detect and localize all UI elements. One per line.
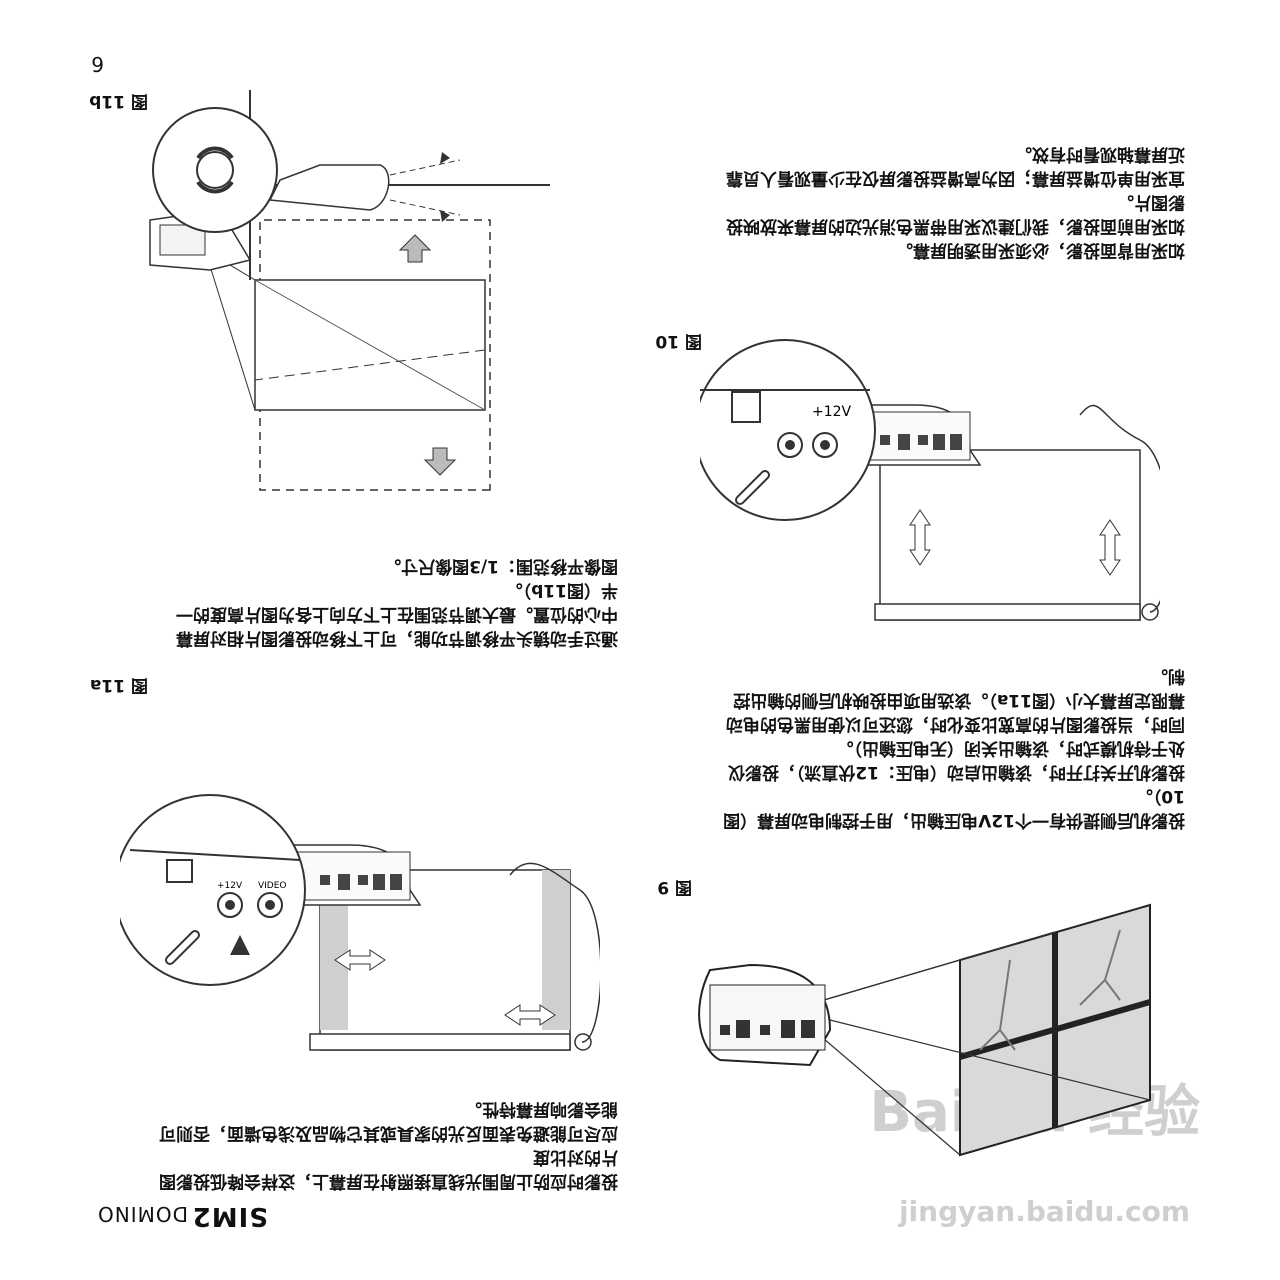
text-line: 制。 bbox=[1151, 666, 1185, 686]
figure-11b-label: 图 11b bbox=[89, 91, 148, 111]
projector-side-icon bbox=[268, 152, 461, 222]
text-line: 处于待机模式时，该输出关闭（无电压输出）。 bbox=[836, 738, 1186, 758]
text-line: 能会影响屏幕特性。 bbox=[465, 1099, 618, 1119]
text-line: 10）。 bbox=[1135, 786, 1185, 806]
motorized-screen bbox=[309, 869, 592, 1051]
text-line: 投影机后侧提供有一个12V电压输出，用于控制电动屏幕（图 bbox=[723, 810, 1185, 830]
figure-10-illustration: +12V bbox=[700, 339, 1160, 621]
figure-11a-label: 图 11a bbox=[89, 675, 148, 695]
arrow-updown-icon bbox=[909, 509, 1121, 576]
text-line: 投影机开关打开时，该输出启动（电压：12伏直流），投影仪 bbox=[727, 762, 1185, 782]
text-line: 宜采用单位增益屏幕；因为高增益投影屏仅在少量观看人员靠 bbox=[726, 168, 1185, 188]
figure-9-label: 图 9 bbox=[657, 877, 692, 897]
text-line: 半（图11b）。 bbox=[505, 580, 618, 600]
figure-11b-illustration bbox=[149, 90, 550, 491]
brand-logo: SIM2 bbox=[191, 1201, 268, 1231]
right-paragraph-2: 投影机后侧提供有一个12V电压输出，用于控制电动屏幕（图 10）。 投影机开关打… bbox=[645, 664, 1185, 832]
figure-10-label: 图 10 bbox=[655, 331, 702, 351]
connector-detail-icon bbox=[700, 339, 876, 521]
text-line: 图像平移范围：1/3图像尺寸。 bbox=[384, 556, 618, 576]
text-line: 如采用背面投影，必须采用透明屏幕。 bbox=[896, 240, 1185, 260]
text-line: 通过手动镜头平移调节功能，可上下移动投影图片相对屏幕 bbox=[176, 628, 618, 648]
plus12v-label: +12V bbox=[217, 881, 243, 891]
projector-icon bbox=[698, 963, 832, 1067]
video-wall-screens bbox=[959, 903, 1151, 1157]
figure-9-illustration bbox=[698, 903, 1151, 1157]
left-paragraph-2: 通过手动镜头平移调节功能，可上下移动投影图片相对屏幕 中心的位置。最大调节范围在… bbox=[78, 554, 618, 650]
text-line: 同时，当投影图片的高宽比变化时，您还可以使用黑色的电动 bbox=[726, 714, 1185, 734]
text-line: 应尽可能避免表面反光的家具或其它物品及浅色墙面，否则可 bbox=[159, 1123, 618, 1143]
left-paragraph-1: 投影时应防止周围光线直接照射在屏幕上，这样会降低投影图 片的对比度 应尽可能避免… bbox=[78, 1097, 618, 1193]
watermark-sub: jingyan.baidu.com bbox=[898, 1195, 1190, 1228]
figure-11a-illustration: VIDEO +12V bbox=[120, 794, 600, 1051]
plus12v-label: +12V bbox=[812, 404, 852, 420]
page-number: 6 bbox=[91, 52, 104, 76]
text-line: 片的对比度 bbox=[533, 1147, 618, 1167]
lens-knob-detail-icon bbox=[152, 107, 278, 233]
arrow-down-icon bbox=[398, 234, 432, 263]
arrow-up-icon bbox=[423, 447, 457, 476]
arrow-icon bbox=[334, 949, 556, 1026]
lens-shift-screen bbox=[254, 219, 491, 491]
text-line: 幕限定屏幕大小（图11a）。该选用项由投映机后侧的输出控 bbox=[733, 690, 1185, 710]
text-line: 中心的位置。最大调节范围在上下方向上各为图片高度的一 bbox=[176, 604, 618, 624]
video-label: VIDEO bbox=[258, 881, 287, 891]
brand-model: DOMINO bbox=[97, 1202, 188, 1226]
text-line: 如采用前面投影，我们建议采用带黑色消光边的屏幕来放映投 bbox=[726, 216, 1185, 236]
text-line: 投影时应防止周围光线直接照射在屏幕上，这样会降低投影图 bbox=[159, 1171, 618, 1191]
text-line: 近屏幕轴观看时有效。 bbox=[1015, 144, 1185, 164]
text-line: 影图片。 bbox=[1117, 192, 1185, 212]
connector-detail-icon bbox=[120, 794, 306, 986]
right-paragraph-1: 如采用背面投影，必须采用透明屏幕。 如采用前面投影，我们建议采用带黑色消光边的屏… bbox=[645, 142, 1185, 262]
